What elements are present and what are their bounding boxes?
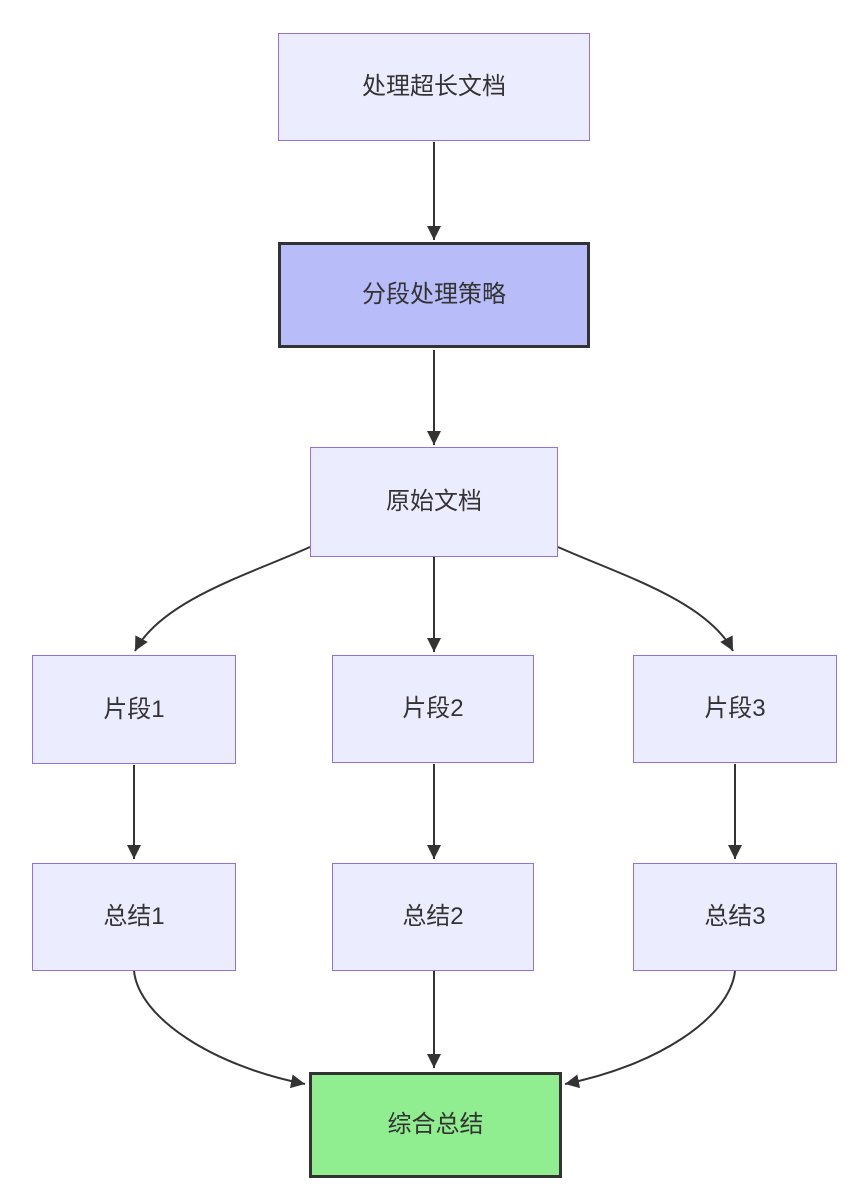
- node-summary-2: 总结2: [332, 863, 534, 971]
- node-summary-1: 总结1: [32, 863, 236, 971]
- node-fragment-1-label: 片段1: [103, 695, 165, 723]
- node-summary-1-label: 总结1: [103, 903, 165, 931]
- node-original-document-label: 原始文档: [386, 488, 482, 516]
- node-fragment-3: 片段3: [633, 655, 837, 763]
- node-segmented-strategy-label: 分段处理策略: [362, 281, 506, 309]
- node-summary-2-label: 总结2: [402, 903, 464, 931]
- node-summary-3-label: 总结3: [704, 903, 766, 931]
- edge-arrow-e1-f: [133, 970, 306, 1089]
- node-fragment-1: 片段1: [32, 655, 236, 764]
- node-fragment-2-label: 片段2: [402, 695, 464, 723]
- node-original-document: 原始文档: [310, 447, 558, 557]
- edge-arrow-e3-f: [564, 970, 736, 1089]
- node-final-summary-label: 综合总结: [387, 1111, 484, 1139]
- node-fragment-3-label: 片段3: [704, 695, 766, 723]
- node-process-long-document-label: 处理超长文档: [362, 73, 506, 101]
- node-final-summary: 综合总结: [309, 1072, 562, 1178]
- edge-arrow-c-d1: [134, 546, 311, 652]
- node-summary-3: 总结3: [633, 863, 837, 971]
- node-process-long-document: 处理超长文档: [278, 33, 590, 141]
- edge-arrow-c-d3: [557, 546, 734, 652]
- node-fragment-2: 片段2: [332, 655, 534, 763]
- node-segmented-strategy: 分段处理策略: [278, 242, 590, 348]
